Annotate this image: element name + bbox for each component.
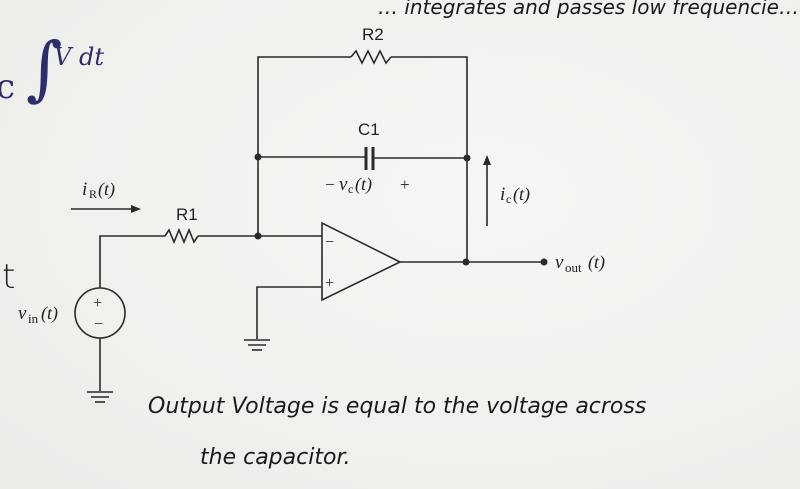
voltage-source: + − v in (t) xyxy=(18,287,126,403)
label-vin: v in (t) xyxy=(18,303,58,326)
svg-text:i: i xyxy=(82,179,87,200)
svg-text:i: i xyxy=(500,184,505,205)
handwritten-left-fragment: t xyxy=(2,257,15,297)
arrow-right-icon xyxy=(131,205,141,213)
label-ir: i R (t) xyxy=(82,179,115,201)
label-c1: C1 xyxy=(358,120,380,139)
op-amp-noninverting-sign: + xyxy=(325,275,334,292)
svg-text:R: R xyxy=(89,187,97,201)
node-inverting-input xyxy=(254,232,262,240)
label-vc: − v c (t) + xyxy=(325,174,410,196)
source-minus: − xyxy=(94,316,103,333)
handwritten-bottom-note: Output Voltage is equal to the voltage a… xyxy=(148,394,646,470)
svg-text:c: c xyxy=(348,182,353,196)
label-r1: R1 xyxy=(176,205,198,224)
r2-branch: R2 xyxy=(257,25,468,263)
handwritten-top-note: … integrates and passes low frequencie… xyxy=(378,0,799,19)
node-c1-left xyxy=(254,153,262,161)
wire-r2-left xyxy=(257,56,351,237)
formula-fragment-c: c xyxy=(0,67,15,107)
svg-text:v: v xyxy=(555,252,564,273)
output: v out (t) xyxy=(400,252,605,275)
svg-text:c: c xyxy=(506,192,511,206)
formula-body: V dt xyxy=(54,43,104,71)
wire-r2-right xyxy=(391,56,468,263)
note-line-2: the capacitor. xyxy=(200,445,350,470)
node-output xyxy=(462,258,470,266)
svg-text:(t): (t) xyxy=(355,174,372,195)
resistor-r2 xyxy=(350,49,392,65)
c1-branch: C1 − v c (t) + xyxy=(254,120,471,196)
svg-text:v: v xyxy=(339,174,348,195)
op-amp-inverting-sign: − xyxy=(325,234,334,251)
resistor-r1 xyxy=(164,227,199,245)
svg-text:(t): (t) xyxy=(41,303,58,324)
node-c1-right xyxy=(463,154,471,162)
arrow-up-icon xyxy=(483,155,491,165)
label-vout: v out (t) xyxy=(555,252,605,275)
svg-text:v: v xyxy=(18,303,27,324)
ic-arrow: i c (t) xyxy=(483,155,530,226)
ground-icon xyxy=(87,391,113,403)
integral-sign: ∫ xyxy=(26,27,62,109)
label-ic: i c (t) xyxy=(500,184,530,206)
wire-noninverting-ground xyxy=(256,286,322,339)
svg-text:in: in xyxy=(28,311,39,326)
op-amp: − + xyxy=(244,221,402,351)
note-line-1: Output Voltage is equal to the voltage a… xyxy=(148,394,646,419)
svg-text:(t): (t) xyxy=(588,252,605,273)
svg-text:−: − xyxy=(325,175,335,194)
r1-branch: R1 xyxy=(99,205,322,288)
svg-text:(t): (t) xyxy=(513,184,530,205)
output-terminal xyxy=(540,258,548,266)
handwritten-formula: c ∫ V dt xyxy=(0,27,104,109)
ir-arrow: i R (t) xyxy=(71,179,141,213)
label-r2: R2 xyxy=(362,25,384,44)
svg-text:+: + xyxy=(400,175,410,194)
ground-icon xyxy=(244,339,270,351)
source-plus: + xyxy=(93,295,102,312)
svg-text:(t): (t) xyxy=(98,179,115,200)
op-amp-triangle xyxy=(321,221,402,302)
wire-r1-left xyxy=(99,235,165,288)
svg-text:out: out xyxy=(565,260,582,275)
